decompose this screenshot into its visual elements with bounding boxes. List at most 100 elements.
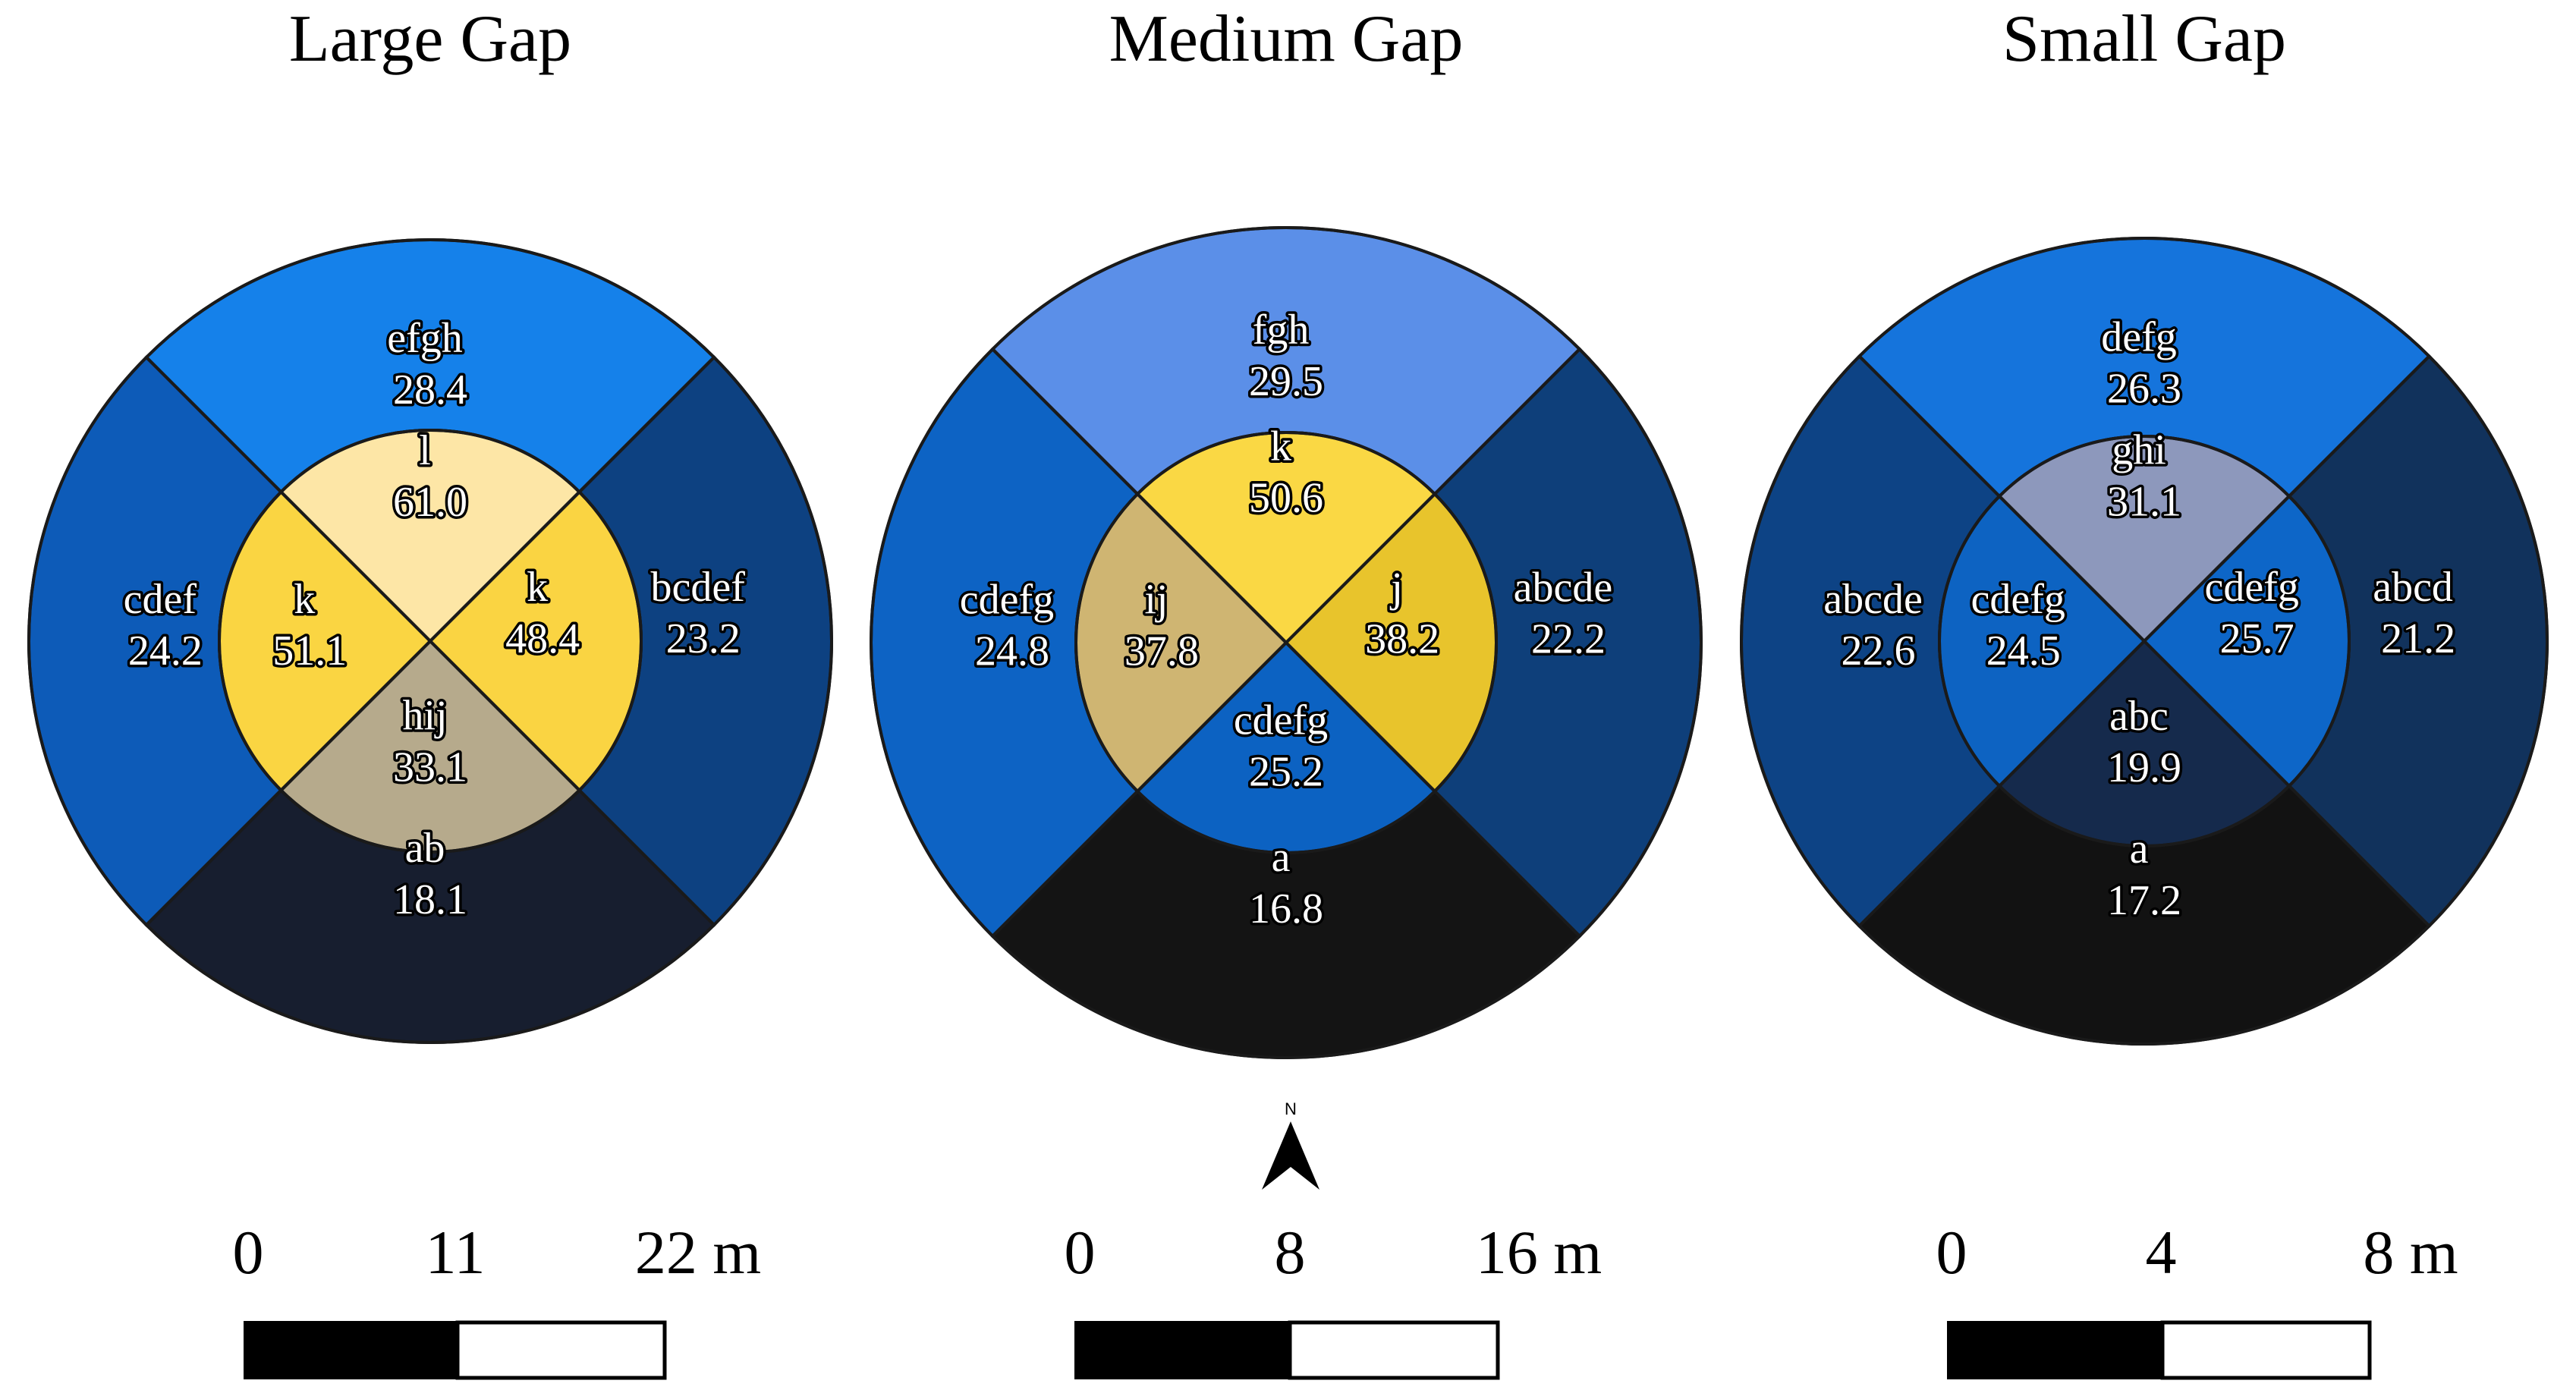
small-outer-south-label: a 17.2 — [2107, 826, 2181, 924]
segment-value: 33.1 — [393, 744, 467, 791]
scale-label-zero: 0 — [1065, 1218, 1096, 1287]
segment-value: 29.5 — [1249, 358, 1323, 405]
medium-gap-panel: Medium Gap fgh 29.5 abcde 22.2 — [870, 2, 1703, 1380]
segment-value: 23.2 — [666, 615, 741, 662]
segment-value: 38.2 — [1365, 615, 1439, 662]
medium-inner-south-label: cdefg 25.2 — [1234, 697, 1338, 795]
segment-value: 51.1 — [272, 627, 347, 675]
group-letters: j — [1389, 564, 1403, 611]
large-inner-east-label: k 48.4 — [505, 564, 580, 662]
segment-value: 18.1 — [393, 876, 467, 923]
small-outer-west-label: abcde 22.6 — [1823, 576, 1933, 675]
medium-inner-east-label: j 38.2 — [1365, 564, 1439, 662]
group-letters: a — [2130, 826, 2149, 873]
large-outer-east-label: bcdef 23.2 — [651, 564, 756, 662]
group-letters: ij — [1144, 577, 1168, 624]
segment-value: 24.5 — [1986, 627, 2061, 675]
scale-bar-filled-half — [244, 1321, 459, 1379]
small-diagonal-divider — [1858, 355, 2430, 927]
group-letters: cdefg — [960, 577, 1054, 624]
segment-value: 16.8 — [1249, 885, 1323, 932]
large-outer-outline — [27, 238, 833, 1044]
segment-value: 28.4 — [393, 366, 467, 414]
medium-outer-west-label: cdefg 24.8 — [960, 577, 1065, 675]
group-letters: cdefg — [1971, 576, 2065, 623]
group-letters: k — [1270, 423, 1291, 470]
large-scale-bar: 0 11 22 m — [233, 1218, 761, 1380]
scale-bar-empty-half — [1288, 1320, 1500, 1380]
large-gap-wheel — [27, 238, 834, 1045]
segment-value: 61.0 — [393, 479, 467, 526]
segment-value: 25.2 — [1249, 748, 1323, 795]
group-letters: defg — [2101, 314, 2177, 361]
segment-value: 50.6 — [1249, 474, 1323, 521]
medium-outer-north-label: fgh 29.5 — [1249, 307, 1323, 405]
small-gap-panel: Small Gap defg 26.3 abcd 21.2 — [1740, 2, 2549, 1380]
large-inner-outline — [218, 429, 643, 854]
medium-gap-labels: fgh 29.5 abcde 22.2 a 16.8 cdefg 24.8 k … — [957, 304, 1624, 936]
small-inner-west-label: cdefg 24.5 — [1971, 576, 2076, 675]
segment-value: 19.9 — [2107, 744, 2181, 791]
medium-gap-title: Medium Gap — [1109, 2, 1464, 76]
large-gap-labels: efgh 28.4 bcdef 23.2 ab 18.1 cdef 24.2 l… — [121, 313, 756, 926]
group-letters: abcde — [1823, 576, 1923, 623]
group-letters: ghi — [2112, 426, 2166, 473]
medium-inner-north-label: k 50.6 — [1249, 423, 1323, 521]
group-letters: abc — [2109, 693, 2169, 740]
large-outer-south-label: ab 18.1 — [393, 825, 467, 923]
small-inner-outline — [1938, 435, 2351, 848]
segment-value: 24.8 — [975, 628, 1049, 675]
group-letters: hij — [402, 692, 447, 739]
segment-value: 24.2 — [128, 627, 203, 675]
group-letters: abcd — [2373, 564, 2453, 611]
medium-scale-bar: 0 8 16 m — [1065, 1218, 1602, 1380]
group-letters: efgh — [387, 315, 463, 362]
group-letters: k — [294, 576, 315, 623]
segment-value: 22.6 — [1842, 627, 1916, 675]
segment-value: 21.2 — [2381, 615, 2455, 662]
small-inner-south-label: abc 19.9 — [2107, 693, 2181, 791]
scale-label-zero: 0 — [1936, 1218, 1967, 1287]
group-letters: a — [1272, 834, 1291, 881]
group-letters: abcde — [1514, 564, 1613, 611]
small-inner-east-label: cdefg 25.7 — [2205, 564, 2310, 662]
north-arrow-icon — [1262, 1121, 1319, 1190]
group-letters: cdefg — [2205, 564, 2299, 611]
large-gap-panel: Large Gap efgh 28.4 bcdef 23.2 — [27, 2, 834, 1380]
small-outer-north-label: defg 26.3 — [2101, 314, 2188, 413]
segment-value: 37.8 — [1124, 628, 1199, 675]
small-gap-labels: defg 26.3 abcd 21.2 a 17.2 abcde 22.6 gh… — [1821, 311, 2464, 926]
group-letters: k — [527, 564, 548, 611]
scale-label-end: 22 m — [635, 1218, 761, 1287]
group-letters: cdef — [124, 576, 197, 623]
large-outer-west-label: cdef 24.2 — [124, 576, 207, 675]
scale-label-end: 16 m — [1476, 1218, 1602, 1287]
small-scale-bar: 0 4 8 m — [1936, 1218, 2458, 1380]
scale-label-end: 8 m — [2363, 1218, 2458, 1287]
small-outer-east-label: abcd 21.2 — [2373, 564, 2464, 662]
group-letters: ab — [405, 825, 445, 872]
medium-inner-west-label: ij 37.8 — [1124, 577, 1199, 675]
group-letters: cdefg — [1234, 697, 1328, 744]
medium-outer-east-label: abcde 22.2 — [1514, 564, 1624, 662]
large-outer-north-label: efgh 28.4 — [387, 315, 473, 414]
segment-value: 26.3 — [2107, 366, 2181, 413]
scale-bar-filled-half — [1074, 1321, 1291, 1379]
scale-label-mid: 4 — [2146, 1218, 2177, 1287]
scale-bar-empty-half — [2160, 1320, 2372, 1380]
scale-label-mid: 8 — [1275, 1218, 1306, 1287]
segment-value: 31.1 — [2107, 478, 2181, 525]
group-letters: l — [419, 427, 431, 474]
small-gap-title: Small Gap — [2002, 2, 2286, 76]
small-inner-north-label: ghi 31.1 — [2107, 426, 2181, 525]
north-arrow-label: N — [1285, 1099, 1297, 1118]
north-arrow: N — [1262, 1099, 1319, 1190]
scale-label-zero: 0 — [233, 1218, 264, 1287]
large-inner-north-label: l 61.0 — [393, 427, 467, 526]
scale-bar-empty-half — [455, 1320, 667, 1380]
small-outer-outline — [1740, 237, 2549, 1046]
medium-inner-outline — [1074, 431, 1498, 854]
group-letters: fgh — [1253, 307, 1310, 354]
medium-outer-outline — [870, 226, 1703, 1059]
